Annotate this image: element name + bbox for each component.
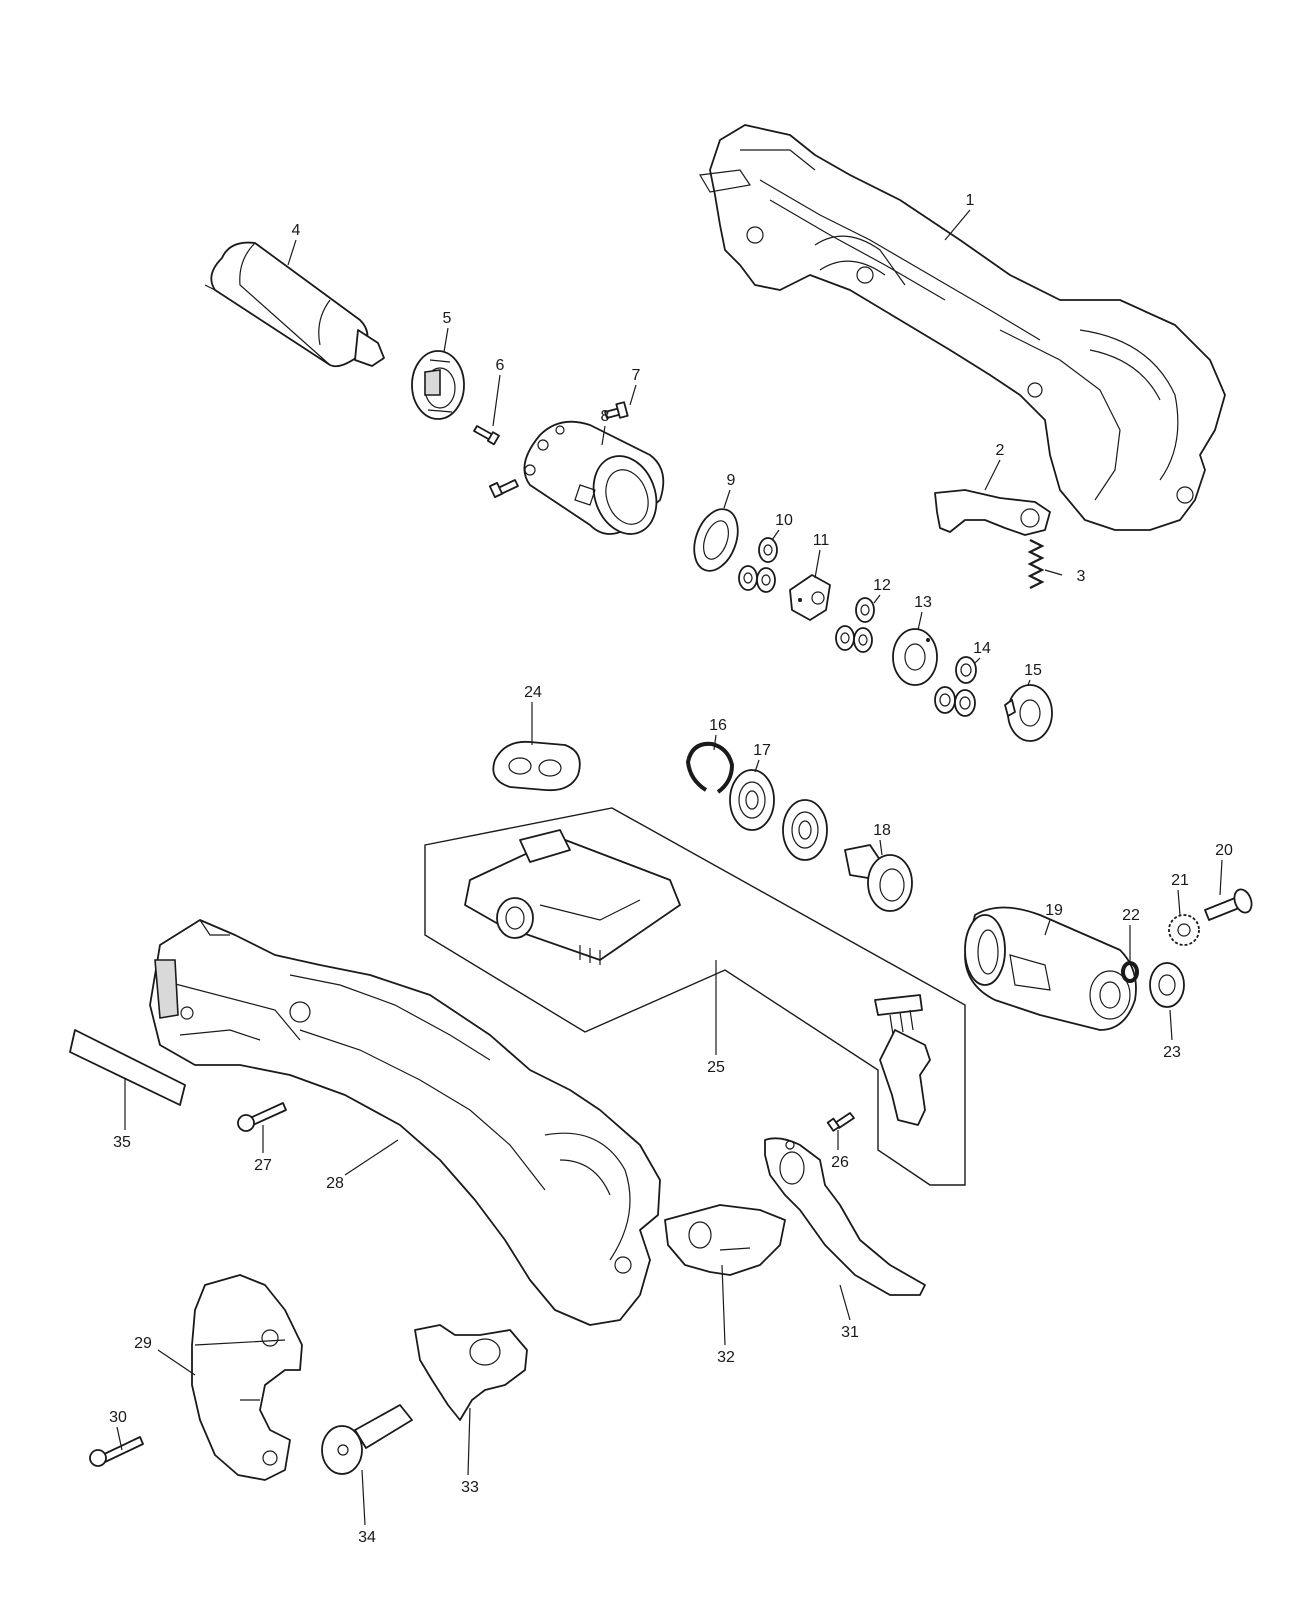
callout-5: 5 <box>443 310 452 327</box>
callout-4: 4 <box>292 222 301 239</box>
callout-16: 16 <box>709 717 727 734</box>
callout-3: 3 <box>1077 568 1086 585</box>
part-2-lever <box>934 489 1051 536</box>
callout-14: 14 <box>973 640 991 657</box>
callout-30: 30 <box>109 1409 127 1426</box>
callout-9: 9 <box>727 472 736 489</box>
part-14-planet-gears <box>934 656 977 717</box>
callout-15: 15 <box>1024 662 1042 679</box>
part-19-gear-head <box>964 906 1137 1031</box>
callout-2: 2 <box>996 442 1005 459</box>
part-13-carrier <box>892 628 938 686</box>
callout-labels: 1 2 3 4 5 6 7 8 9 10 11 12 13 14 15 16 1… <box>109 192 1233 1546</box>
callout-33: 33 <box>461 1479 479 1496</box>
part-34-pivot-bolt <box>321 1404 413 1475</box>
part-1-housing-upper <box>699 124 1226 531</box>
part-23-washer <box>1149 962 1185 1008</box>
callout-19: 19 <box>1045 902 1063 919</box>
part-31-blade <box>764 1137 926 1296</box>
part-30-screw <box>89 1436 144 1467</box>
callout-24: 24 <box>524 684 542 701</box>
callout-18: 18 <box>873 822 891 839</box>
part-26-screw <box>826 1112 855 1132</box>
callout-23: 23 <box>1163 1044 1181 1061</box>
callout-32: 32 <box>717 1349 735 1366</box>
callout-6: 6 <box>496 357 505 374</box>
callout-29: 29 <box>134 1335 152 1352</box>
part-25-controller-group <box>424 807 966 1186</box>
callout-22: 22 <box>1122 907 1140 924</box>
part-10-planet-gears <box>738 537 778 593</box>
part-29-side-cover <box>191 1274 303 1481</box>
part-18-spindle <box>844 844 913 912</box>
callout-11: 11 <box>813 532 830 549</box>
callout-21: 21 <box>1171 872 1189 889</box>
part-4-motor <box>204 241 385 368</box>
part-6-screw <box>473 425 500 446</box>
callout-12: 12 <box>873 577 891 594</box>
callout-13: 13 <box>914 594 932 611</box>
part-17-bearings <box>729 769 828 861</box>
callout-20: 20 <box>1215 842 1233 859</box>
part-22-o-ring <box>1121 961 1139 983</box>
part-32-blade <box>664 1204 786 1276</box>
part-3-spring <box>1027 539 1045 589</box>
part-8-gear-housing <box>523 420 665 535</box>
callout-25: 25 <box>707 1059 725 1076</box>
part-7-screw <box>604 401 629 419</box>
part-15-carrier <box>1004 684 1053 742</box>
callout-35: 35 <box>113 1134 131 1151</box>
part-11-carrier <box>789 574 831 621</box>
part-9-washer <box>693 508 739 572</box>
part-16-retaining-ring <box>686 741 734 794</box>
part-20-screw <box>1204 888 1253 921</box>
callout-34: 34 <box>358 1529 376 1546</box>
part-24-cover-plate <box>492 740 581 792</box>
part-5-bracket <box>411 350 465 420</box>
callout-26: 26 <box>831 1154 849 1171</box>
part-21-lock-washer <box>1168 914 1200 946</box>
part-12-planet-gears <box>835 597 875 653</box>
callout-1: 1 <box>966 192 975 209</box>
callout-10: 10 <box>775 512 793 529</box>
callout-27: 27 <box>254 1157 272 1174</box>
part-33-blade <box>414 1324 528 1421</box>
callout-17: 17 <box>753 742 771 759</box>
part-27-screw <box>237 1102 287 1132</box>
leader-lines <box>116 209 1223 1526</box>
callout-31: 31 <box>841 1324 859 1341</box>
part-8-screw <box>488 479 519 499</box>
part-28-housing-lower <box>149 919 661 1326</box>
part-35-label <box>69 1029 186 1106</box>
callout-28: 28 <box>326 1175 344 1192</box>
callout-8: 8 <box>601 408 610 425</box>
callout-7: 7 <box>632 367 641 384</box>
